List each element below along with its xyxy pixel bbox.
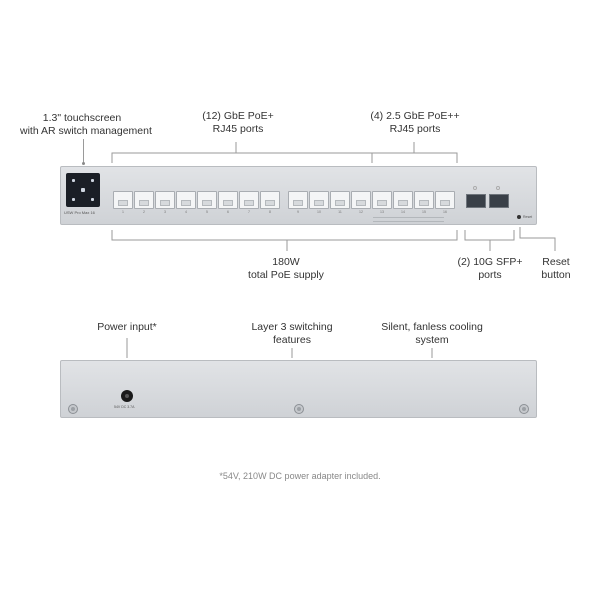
poe-plus-plus-marker xyxy=(373,217,444,218)
rj45-port-15[interactable] xyxy=(414,191,434,209)
rj45-port-5[interactable] xyxy=(197,191,217,209)
rj45-port-3[interactable] xyxy=(155,191,175,209)
touchscreen-label-line2: with AR switch management xyxy=(20,125,152,137)
power-spec-text: 54V DC 3.7A xyxy=(114,405,135,409)
touchscreen-label-line1: 1.3" touchscreen xyxy=(42,112,122,124)
reset-text: Reset xyxy=(523,215,533,219)
sfp-port-2[interactable] xyxy=(489,194,509,208)
touchscreen-leader-dot xyxy=(82,162,85,165)
port-number-label: 7 xyxy=(248,210,250,214)
sfp-led-2 xyxy=(496,186,500,190)
gbe-ports-label-line2: RJ45 ports xyxy=(212,123,264,135)
port-number-label: 4 xyxy=(185,210,187,214)
port-number-label: 8 xyxy=(269,210,271,214)
reset-label: Reset button xyxy=(535,256,577,282)
poe-plus-plus-marker xyxy=(373,221,444,222)
rj45-port-13[interactable] xyxy=(372,191,392,209)
cooling-label-line1: Silent, fanless cooling xyxy=(381,321,483,333)
sfp-led-1 xyxy=(473,186,477,190)
rj45-port-7[interactable] xyxy=(239,191,259,209)
gbe-ports-label: (12) GbE PoE+ RJ45 ports xyxy=(188,110,288,136)
rj45-port-10[interactable] xyxy=(309,191,329,209)
port-number-label: 14 xyxy=(401,210,405,214)
touchscreen-label: 1.3" touchscreen with AR switch manageme… xyxy=(20,112,152,138)
rj45-port-2[interactable] xyxy=(134,191,154,209)
model-name: USW Pro Max 16 xyxy=(64,210,95,215)
sfp-ports-label-line1: (2) 10G SFP+ xyxy=(457,256,523,268)
rj45-port-14[interactable] xyxy=(393,191,413,209)
screw-right xyxy=(519,404,529,414)
cooling-label-line2: system xyxy=(415,334,449,346)
poe-supply-label-line2: total PoE supply xyxy=(248,269,324,281)
rj45-port-9[interactable] xyxy=(288,191,308,209)
reset-label-line2: button xyxy=(541,269,571,281)
port-number-label: 5 xyxy=(206,210,208,214)
rj45-port-11[interactable] xyxy=(330,191,350,209)
layer3-label: Layer 3 switching features xyxy=(237,321,347,347)
power-input-label: Power input* xyxy=(97,321,157,333)
port-number-label: 15 xyxy=(422,210,426,214)
port-number-label: 3 xyxy=(164,210,166,214)
rj45-port-8[interactable] xyxy=(260,191,280,209)
screw-center xyxy=(294,404,304,414)
sfp-port-1[interactable] xyxy=(466,194,486,208)
footnote: *54V, 210W DC power adapter included. xyxy=(219,471,381,481)
poe-ports-label-line2: RJ45 ports xyxy=(389,123,441,135)
rj45-port-12[interactable] xyxy=(351,191,371,209)
port-number-label: 13 xyxy=(380,210,384,214)
poe-supply-label: 180W total PoE supply xyxy=(236,256,336,282)
rj45-port-1[interactable] xyxy=(113,191,133,209)
touchscreen[interactable] xyxy=(66,173,100,207)
port-number-label: 12 xyxy=(359,210,363,214)
port-number-label: 2 xyxy=(143,210,145,214)
layer3-label-line2: features xyxy=(273,334,311,346)
sfp-ports-label: (2) 10G SFP+ ports xyxy=(448,256,532,282)
port-number-label: 10 xyxy=(317,210,321,214)
reset-button[interactable] xyxy=(517,215,521,219)
cooling-label: Silent, fanless cooling system xyxy=(372,321,492,347)
port-number-label: 6 xyxy=(227,210,229,214)
rj45-port-6[interactable] xyxy=(218,191,238,209)
port-number-label: 16 xyxy=(443,210,447,214)
power-jack[interactable] xyxy=(121,390,133,402)
rj45-port-4[interactable] xyxy=(176,191,196,209)
port-number-label: 11 xyxy=(338,210,342,214)
port-number-label: 1 xyxy=(122,210,124,214)
poe-ports-label-line1: (4) 2.5 GbE PoE++ xyxy=(370,110,460,122)
poe-ports-label: (4) 2.5 GbE PoE++ RJ45 ports xyxy=(360,110,470,136)
touchscreen-leader xyxy=(83,139,84,163)
port-number-label: 9 xyxy=(297,210,299,214)
reset-label-line1: Reset xyxy=(542,256,570,268)
layer3-label-line1: Layer 3 switching xyxy=(251,321,333,333)
rj45-port-16[interactable] xyxy=(435,191,455,209)
gbe-ports-label-line1: (12) GbE PoE+ xyxy=(202,110,274,122)
sfp-ports-label-line2: ports xyxy=(478,269,502,281)
screw-left xyxy=(68,404,78,414)
poe-supply-label-line1: 180W xyxy=(272,256,300,268)
